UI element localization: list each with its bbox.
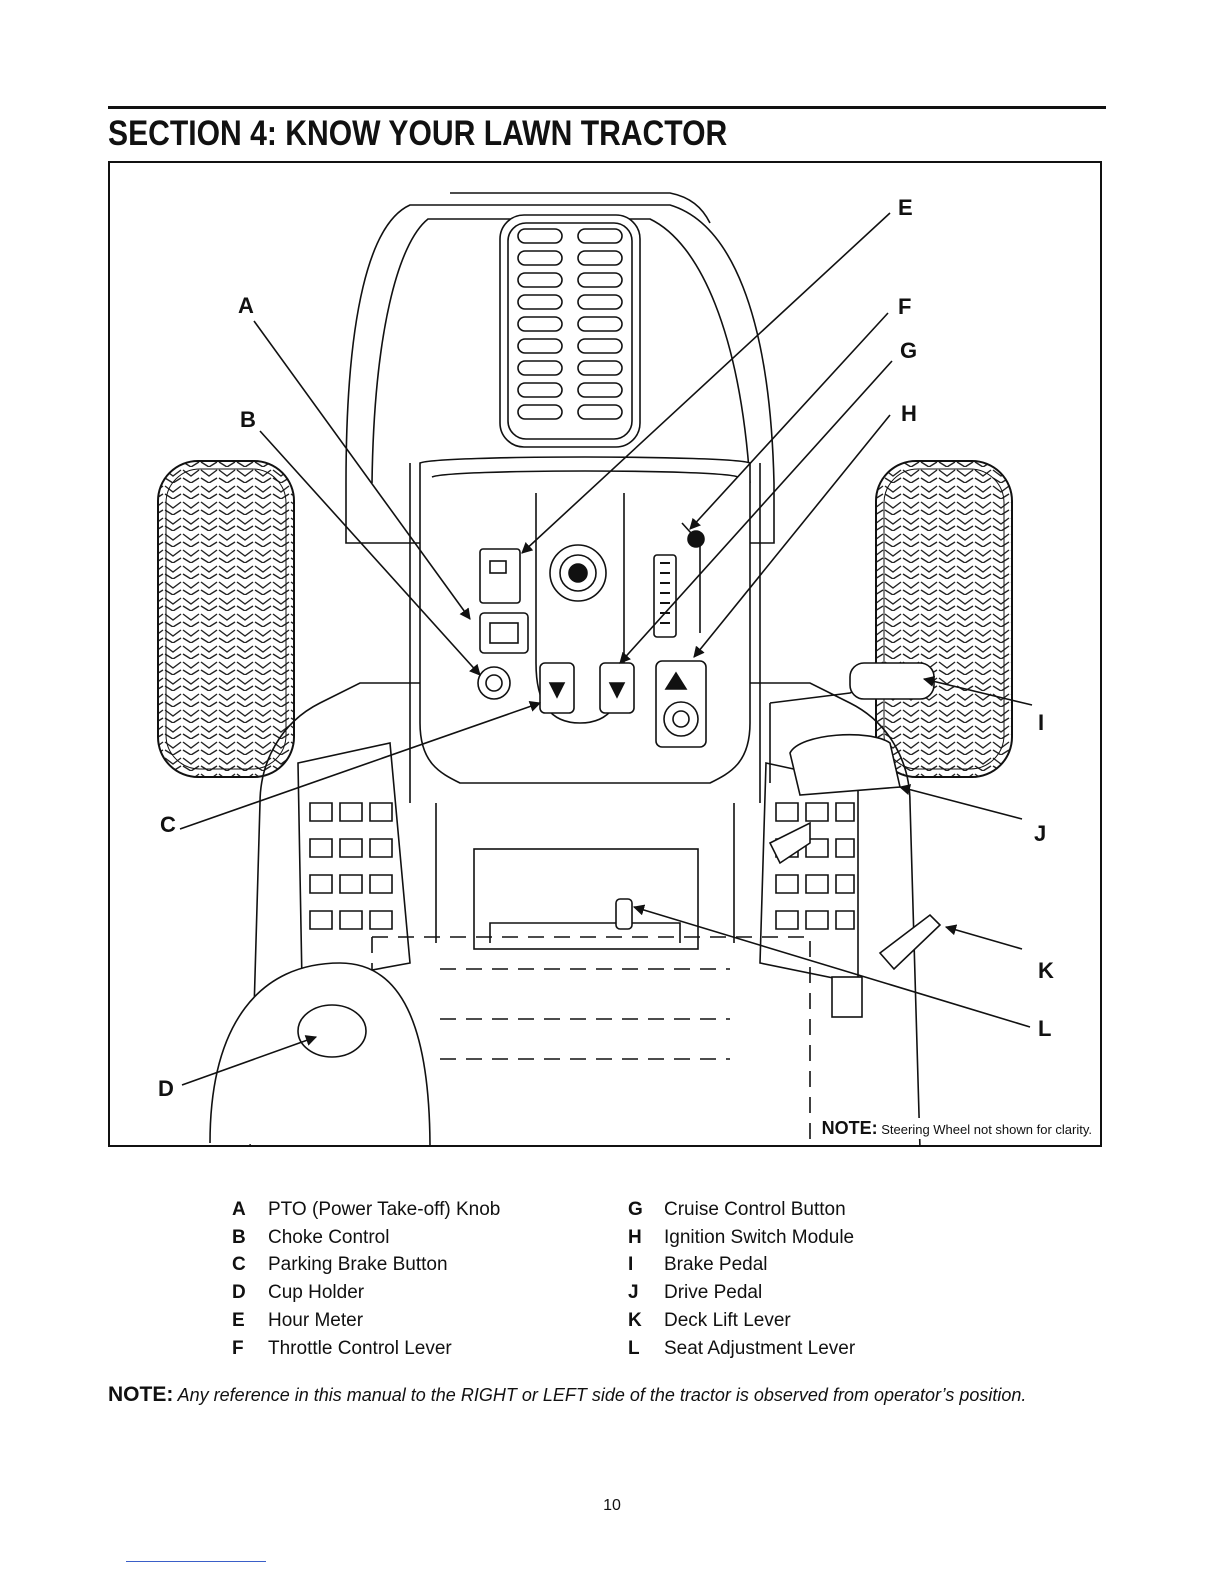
callout-h: H bbox=[901, 401, 917, 426]
hood-vents bbox=[517, 228, 623, 420]
legend-letter: L bbox=[628, 1337, 640, 1359]
callout-c: C bbox=[160, 812, 176, 837]
tractor-illustration bbox=[157, 192, 1033, 1145]
bottom-link-rule bbox=[126, 1561, 266, 1562]
page-note: NOTE: Any reference in this manual to th… bbox=[108, 1383, 1026, 1407]
top-rule bbox=[108, 106, 1106, 109]
callout-a: A bbox=[238, 293, 254, 318]
legend-item: L Seat Adjustment Lever bbox=[628, 1335, 855, 1363]
callout-j: J bbox=[1034, 821, 1047, 846]
legend-left-column: A PTO (Power Take-off) Knob B Choke Contro… bbox=[232, 1196, 500, 1363]
legend-letter: J bbox=[628, 1282, 639, 1304]
legend-letter: I bbox=[628, 1254, 634, 1276]
legend-text: Drive Pedal bbox=[664, 1282, 763, 1304]
callout-b: B bbox=[240, 407, 256, 432]
page-number: 10 bbox=[603, 1497, 621, 1514]
legend-item: A PTO (Power Take-off) Knob bbox=[232, 1196, 500, 1224]
page-note-lead: NOTE: bbox=[108, 1383, 174, 1406]
right-rear-tire bbox=[875, 460, 1013, 778]
figure-note-lead: NOTE: bbox=[821, 1118, 878, 1138]
left-rear-tire bbox=[157, 460, 295, 778]
figure-note: NOTE: Steering Wheel not shown for clari… bbox=[819, 1118, 1094, 1139]
cup-holder bbox=[209, 962, 431, 1145]
dashboard-controls bbox=[477, 522, 707, 748]
callout-k: K bbox=[1038, 958, 1054, 983]
callout-l: L bbox=[1038, 1016, 1052, 1041]
legend-item: J Drive Pedal bbox=[628, 1279, 855, 1307]
legend-text: Cup Holder bbox=[268, 1282, 365, 1304]
legend-item: H Ignition Switch Module bbox=[628, 1224, 855, 1252]
page-note-text: Any reference in this manual to the RIGH… bbox=[173, 1385, 1027, 1405]
legend-letter: G bbox=[628, 1198, 643, 1220]
legend-text: Ignition Switch Module bbox=[664, 1226, 855, 1248]
legend-letter: E bbox=[232, 1310, 245, 1332]
legend-item: D Cup Holder bbox=[232, 1279, 500, 1307]
callout-e: E bbox=[898, 195, 913, 220]
figure-note-text: Steering Wheel not shown for clarity. bbox=[877, 1122, 1092, 1137]
legend-item: C Parking Brake Button bbox=[232, 1252, 500, 1280]
callout-d: D bbox=[158, 1076, 174, 1101]
callout-i: I bbox=[1038, 710, 1045, 735]
legend-text: Hour Meter bbox=[268, 1310, 364, 1332]
legend-item: I Brake Pedal bbox=[628, 1252, 855, 1280]
legend-right-column: G Cruise Control Button H Ignition Switch … bbox=[628, 1196, 855, 1363]
legend-text: Choke Control bbox=[268, 1226, 390, 1248]
callout-g: G bbox=[900, 338, 918, 363]
leader-lines bbox=[179, 212, 1033, 1086]
legend-letter: D bbox=[232, 1282, 246, 1304]
legend-letter: C bbox=[232, 1254, 246, 1276]
legend-item: B Choke Control bbox=[232, 1224, 500, 1252]
legend-letter: A bbox=[232, 1198, 246, 1220]
legend-text: Seat Adjustment Lever bbox=[664, 1337, 856, 1359]
legend-letter: H bbox=[628, 1226, 642, 1248]
legend-text: PTO (Power Take-off) Knob bbox=[268, 1198, 501, 1220]
legend-text: Throttle Control Lever bbox=[268, 1337, 452, 1359]
legend-item: K Deck Lift Lever bbox=[628, 1307, 855, 1335]
section-title: SECTION 4: KNOW YOUR LAWN TRACTOR bbox=[108, 114, 728, 153]
tractor-diagram: A B C D E F G H I J K L NOTE: Steering W… bbox=[108, 161, 1102, 1147]
legend-letter: B bbox=[232, 1226, 246, 1248]
legend-item: F Throttle Control Lever bbox=[232, 1335, 500, 1363]
legend-text: Deck Lift Lever bbox=[664, 1310, 791, 1332]
legend-letter: F bbox=[232, 1337, 244, 1359]
seat-outline bbox=[371, 936, 811, 1143]
footboards bbox=[297, 662, 942, 1018]
legend-item: G Cruise Control Button bbox=[628, 1196, 855, 1224]
legend-letter: K bbox=[628, 1310, 642, 1332]
legend-text: Cruise Control Button bbox=[664, 1198, 846, 1220]
callout-f: F bbox=[898, 294, 912, 319]
legend-text: Brake Pedal bbox=[664, 1254, 768, 1276]
legend-text: Parking Brake Button bbox=[268, 1254, 448, 1276]
seat-lever bbox=[615, 898, 633, 930]
legend-item: E Hour Meter bbox=[232, 1307, 500, 1335]
